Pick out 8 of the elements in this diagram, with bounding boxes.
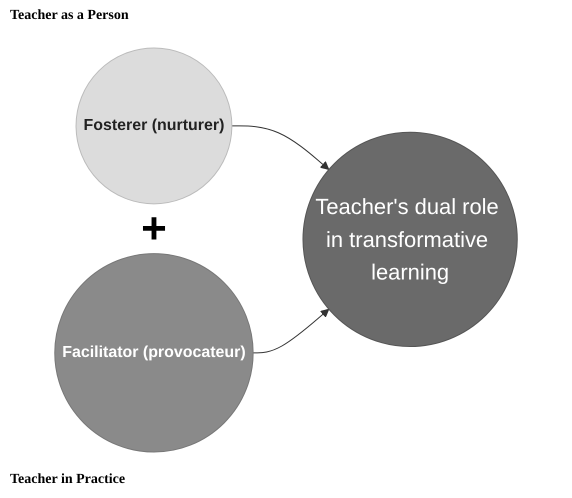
node-circle: Facilitator (provocateur) [54,253,254,453]
arrow [231,125,330,170]
heading-text: Teacher in Practice [10,472,126,488]
node-circle: Teacher's dual role in transformative learning [302,132,518,347]
heading-text: Teacher as a Person [10,8,129,24]
arrow [252,308,330,354]
node-circle: Fosterer (nurturer) [76,47,232,204]
plus-sign: + [141,206,167,251]
